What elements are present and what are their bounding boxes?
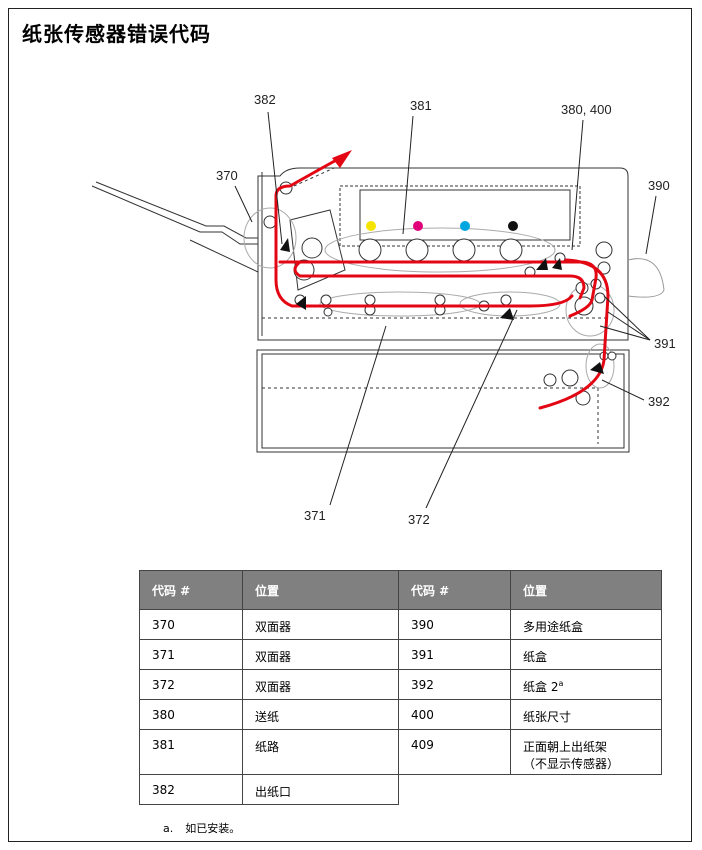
sensor-code-table: 代码 # 位置 代码 # 位置 370 双面器 390 多用途纸盒 371 双面… <box>139 570 662 805</box>
callout-380-400: 380, 400 <box>561 102 612 117</box>
table-row: 371 双面器 391 纸盒 <box>139 639 662 670</box>
callout-372: 372 <box>408 512 430 527</box>
location-cell: 双面器 <box>242 669 399 700</box>
location-cell: 多用途纸盒 <box>510 609 662 640</box>
empty-cell <box>511 775 662 805</box>
callout-382: 382 <box>254 92 276 107</box>
location-cell: 双面器 <box>242 609 399 640</box>
code-cell: 371 <box>139 639 243 670</box>
code-cell: 400 <box>398 699 511 730</box>
footnote-mark: a. <box>163 822 174 835</box>
header-location-1: 位置 <box>242 570 399 610</box>
toner-magenta <box>413 221 423 231</box>
location-cell: 纸盒 2a <box>510 669 662 700</box>
location-cell: 送纸 <box>242 699 399 730</box>
code-cell: 372 <box>139 669 243 700</box>
header-code-2: 代码 # <box>398 570 511 610</box>
table-row: 381 纸路 409 正面朝上出纸架 （不显示传感器） <box>139 729 662 775</box>
printer-diagram: 370 382 381 380, 400 390 391 392 371 372 <box>91 92 676 527</box>
page-title: 纸张传感器错误代码 <box>22 22 211 46</box>
callout-370: 370 <box>216 168 238 183</box>
location-cell: 正面朝上出纸架 （不显示传感器） <box>510 729 662 775</box>
toner-cyan <box>460 221 470 231</box>
footnote-text: 如已安装。 <box>185 822 241 835</box>
location-cell: 双面器 <box>242 639 399 670</box>
code-cell: 392 <box>398 669 511 700</box>
location-line-1: 正面朝上出纸架 <box>523 740 608 754</box>
location-cell: 纸盒 <box>510 639 662 670</box>
page-frame <box>8 8 692 842</box>
header-code-1: 代码 # <box>139 570 243 610</box>
mp-tray <box>627 258 665 298</box>
location-cell: 纸张尺寸 <box>510 699 662 730</box>
code-cell: 382 <box>139 774 243 805</box>
callout-391: 391 <box>654 336 676 351</box>
code-cell: 409 <box>398 729 511 775</box>
code-cell: 390 <box>398 609 511 640</box>
toner-yellow <box>366 221 376 231</box>
code-cell: 381 <box>139 729 243 775</box>
callout-371: 371 <box>304 508 326 523</box>
callout-381: 381 <box>410 98 432 113</box>
callout-390: 390 <box>648 178 670 193</box>
table-row: 372 双面器 392 纸盒 2a <box>139 669 662 700</box>
paper-path <box>274 156 610 410</box>
leader-lines <box>234 111 657 509</box>
location-cell: 出纸口 <box>242 774 399 805</box>
location-text: 纸盒 2 <box>523 680 559 694</box>
callout-392: 392 <box>648 394 670 409</box>
sensor-markers <box>280 238 604 374</box>
footnote: a. 如已安装。 <box>163 820 240 836</box>
table-header-row: 代码 # 位置 代码 # 位置 <box>139 570 662 610</box>
location-line-2: （不显示传感器） <box>523 757 620 771</box>
code-cell: 391 <box>398 639 511 670</box>
exit-arrowhead <box>332 150 352 168</box>
empty-cell <box>399 775 511 805</box>
table-row: 382 出纸口 <box>139 774 662 805</box>
table-row: 380 送纸 400 纸张尺寸 <box>139 699 662 730</box>
output-tray <box>91 181 259 273</box>
location-cell: 纸路 <box>242 729 399 775</box>
code-cell: 380 <box>139 699 243 730</box>
table-row: 370 双面器 390 多用途纸盒 <box>139 609 662 640</box>
code-cell: 370 <box>139 609 243 640</box>
header-location-2: 位置 <box>510 570 662 610</box>
footnote-ref: a <box>558 679 564 688</box>
toner-black <box>508 221 518 231</box>
